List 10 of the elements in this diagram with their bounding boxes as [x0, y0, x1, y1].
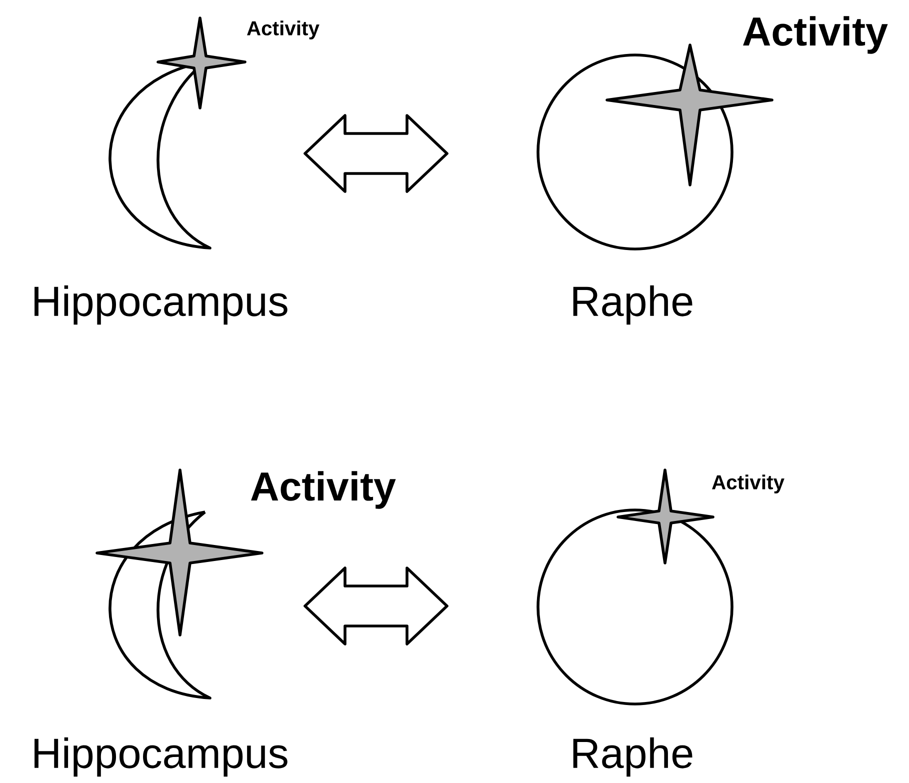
activity-label: Activity	[712, 474, 784, 494]
activity-label: Activity	[251, 471, 396, 509]
region-label: Hippocampus	[34, 285, 288, 325]
double-arrow	[304, 566, 448, 646]
activity-label: Activity	[247, 20, 320, 40]
region-label: Hippocampus	[34, 737, 288, 777]
region-label: Raphe	[573, 285, 692, 325]
double-arrow	[304, 114, 448, 193]
activity-label: Activity	[743, 16, 888, 54]
region-label: Raphe	[573, 737, 692, 777]
